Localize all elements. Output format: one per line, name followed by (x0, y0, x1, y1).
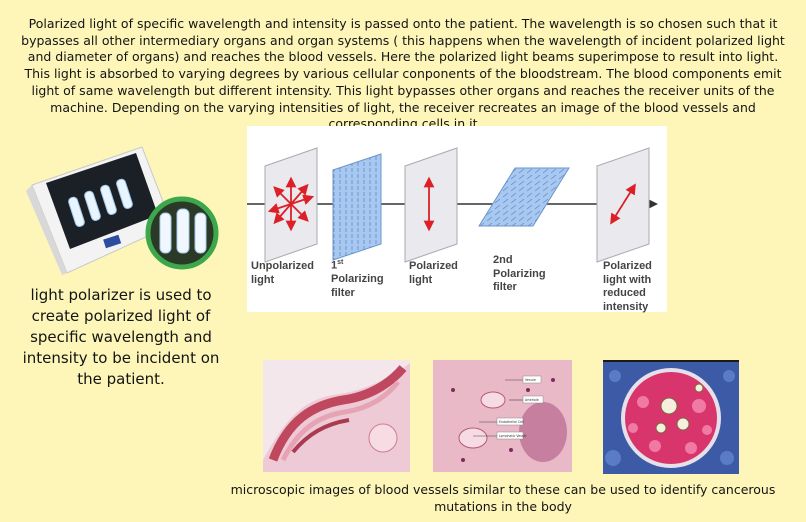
label-lymphatic-vessel: Lymphatic Vessel (499, 434, 527, 438)
micro-image-vessel-lumen (603, 360, 739, 474)
intro-paragraph: Polarized light of specific wavelength a… (21, 16, 785, 132)
device-caption: light polarizer is used to create polari… (22, 286, 220, 388)
label-endothelial-cell: Endothelial Cell (499, 420, 524, 424)
label-reduced-intensity: Polarized light with reduced intensity (603, 260, 652, 313)
label-venule: Venule (525, 378, 536, 382)
micro-image-vessel-cross-section (263, 360, 410, 472)
label-arteriole: Arteriole (525, 398, 539, 402)
polarized-panel (404, 147, 458, 263)
label-polarized-light: Polarized light (409, 260, 458, 286)
label-second-filter: 2nd Polarizing filter (493, 254, 546, 293)
light-polarizer-image (22, 145, 222, 275)
microscopy-caption: microscopic images of blood vessels simi… (230, 482, 776, 514)
label-unpolarized-light: Unpolarized light (251, 260, 314, 286)
micro-image-labeled-tissue: Venule Arteriole Endothelial Cell Lympha… (433, 360, 572, 472)
